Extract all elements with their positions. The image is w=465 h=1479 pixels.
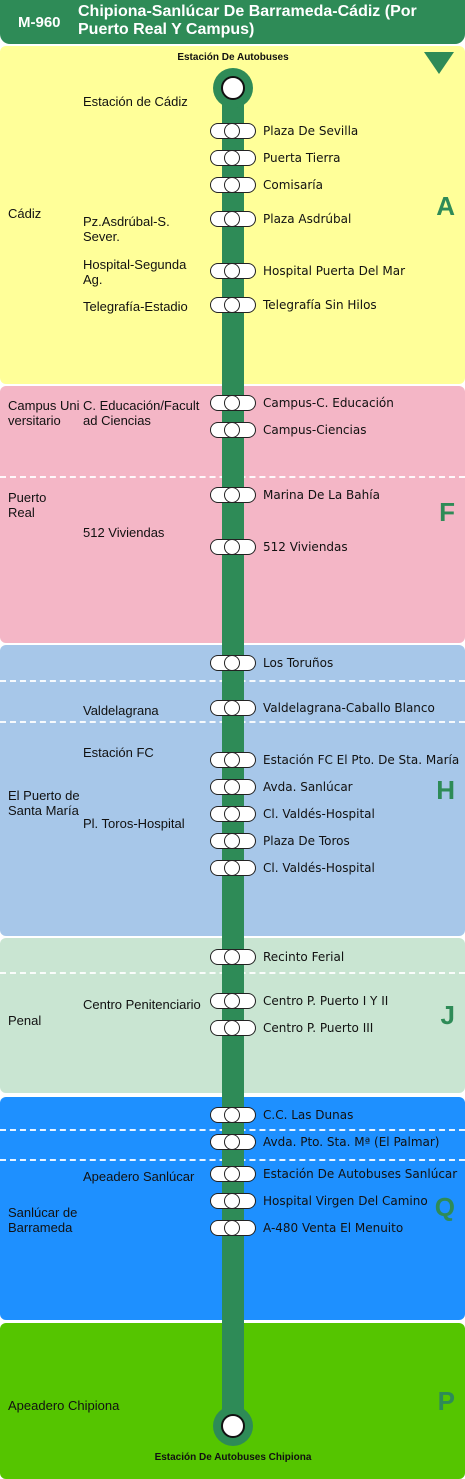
stop-label: Avda. Sanlúcar bbox=[263, 780, 353, 794]
direction-arrow-icon bbox=[424, 52, 454, 74]
destination-terminal-icon bbox=[213, 1406, 253, 1446]
municipality-label: Puerto Real bbox=[8, 490, 47, 520]
municipality-label: Campus Universitario bbox=[8, 398, 80, 428]
origin-terminal-icon bbox=[213, 68, 253, 108]
stop-marker bbox=[210, 1165, 256, 1182]
origin-terminal-label: Estación De Autobuses bbox=[177, 52, 289, 63]
stop-marker bbox=[210, 1106, 256, 1123]
stop-label: Marina De La Bahía bbox=[263, 488, 380, 502]
route-header: M-960 Chipiona-Sanlúcar De Barrameda-Cád… bbox=[0, 0, 465, 44]
route-code: M-960 bbox=[18, 14, 61, 31]
stop-label: Centro P. Puerto I Y II bbox=[263, 994, 389, 1008]
stop-marker bbox=[210, 538, 256, 555]
zone-letter-f: F bbox=[439, 497, 455, 527]
stop-label: Plaza De Sevilla bbox=[263, 124, 359, 138]
stop-marker bbox=[210, 421, 256, 438]
stop-label: A-480 Venta El Menuito bbox=[263, 1221, 404, 1235]
stop-marker bbox=[210, 262, 256, 279]
stop-marker bbox=[210, 176, 256, 193]
stop-label: Estación De Autobuses Sanlúcar bbox=[263, 1167, 458, 1181]
stop-marker bbox=[210, 992, 256, 1009]
stop-label: Estación FC El Pto. De Sta. María bbox=[263, 753, 460, 767]
stop-marker bbox=[210, 394, 256, 411]
zone-letter-j: J bbox=[440, 1000, 455, 1030]
stop-marker bbox=[210, 122, 256, 139]
stop-marker bbox=[210, 1133, 256, 1150]
locality-label: Pl. Toros-Hospital bbox=[83, 816, 185, 831]
locality-label: Apeadero Sanlúcar bbox=[83, 1169, 195, 1184]
locality-label: Valdelagrana bbox=[83, 703, 159, 718]
stop-label: Campus-Ciencias bbox=[263, 423, 367, 437]
stop-marker bbox=[210, 805, 256, 822]
stop-label: Plaza Asdrúbal bbox=[263, 212, 352, 226]
stop-label: Cl. Valdés-Hospital bbox=[263, 861, 375, 875]
stop-label: Los Toruños bbox=[263, 656, 334, 670]
stop-marker bbox=[210, 486, 256, 503]
stop-marker bbox=[210, 654, 256, 671]
locality-label: Estación de Cádiz bbox=[83, 94, 188, 109]
stop-label: Hospital Virgen Del Camino bbox=[263, 1194, 428, 1208]
stop-label: Avda. Pto. Sta. Mª (El Palmar) bbox=[263, 1135, 440, 1149]
stop-marker bbox=[210, 778, 256, 795]
route-title: Chipiona-Sanlúcar De Barrameda-Cádiz (Po… bbox=[78, 3, 417, 38]
zone-letter-a: A bbox=[436, 191, 455, 221]
stop-marker bbox=[210, 948, 256, 965]
stop-label: Centro P. Puerto III bbox=[263, 1021, 374, 1035]
stop-marker bbox=[210, 1192, 256, 1209]
zone-letter-q: Q bbox=[434, 1192, 455, 1222]
stop-marker bbox=[210, 751, 256, 768]
stop-label: Puerta Tierra bbox=[263, 151, 341, 165]
stop-label: Hospital Puerta Del Mar bbox=[263, 264, 406, 278]
zone-letter-h: H bbox=[436, 775, 455, 805]
locality-label: Centro Penitenciario bbox=[83, 997, 201, 1012]
municipality-label: El Puerto de Santa María bbox=[8, 788, 80, 818]
stop-marker bbox=[210, 149, 256, 166]
locality-label: C. Educación/Facultad Ciencias bbox=[83, 398, 200, 428]
stop-marker bbox=[210, 699, 256, 716]
stop-marker bbox=[210, 210, 256, 227]
stop-label: Plaza De Toros bbox=[263, 834, 350, 848]
stop-marker bbox=[210, 1019, 256, 1036]
municipality-label: Penal bbox=[8, 1013, 42, 1028]
locality-label: 512 Viviendas bbox=[83, 525, 165, 540]
municipality-label: Sanlúcar de Barrameda bbox=[8, 1205, 78, 1235]
municipality-label: Apeadero Chipiona bbox=[8, 1398, 120, 1413]
stop-marker bbox=[210, 832, 256, 849]
stop-label: Cl. Valdés-Hospital bbox=[263, 807, 375, 821]
stop-marker bbox=[210, 1219, 256, 1236]
stop-label: Valdelagrana-Caballo Blanco bbox=[263, 701, 435, 715]
stop-label: Telegrafía Sin Hilos bbox=[263, 298, 377, 312]
stop-label: Recinto Ferial bbox=[263, 950, 345, 964]
stop-label: Comisaría bbox=[263, 178, 323, 192]
stop-label: C.C. Las Dunas bbox=[263, 1108, 354, 1122]
stop-marker bbox=[210, 296, 256, 313]
locality-label: Telegrafía-Estadio bbox=[83, 299, 188, 314]
locality-label: Pz.Asdrúbal-S. Sever. bbox=[83, 214, 170, 244]
zone-letter-p: P bbox=[437, 1386, 455, 1416]
municipality-label: Cádiz bbox=[8, 206, 42, 221]
destination-terminal-label: Estación De Autobuses Chipiona bbox=[154, 1452, 312, 1463]
stop-marker bbox=[210, 859, 256, 876]
stop-label: 512 Viviendas bbox=[263, 540, 348, 554]
locality-label: Hospital-Segunda Ag. bbox=[83, 257, 187, 287]
stop-label: Campus-C. Educación bbox=[263, 396, 394, 410]
locality-label: Estación FC bbox=[83, 745, 154, 760]
